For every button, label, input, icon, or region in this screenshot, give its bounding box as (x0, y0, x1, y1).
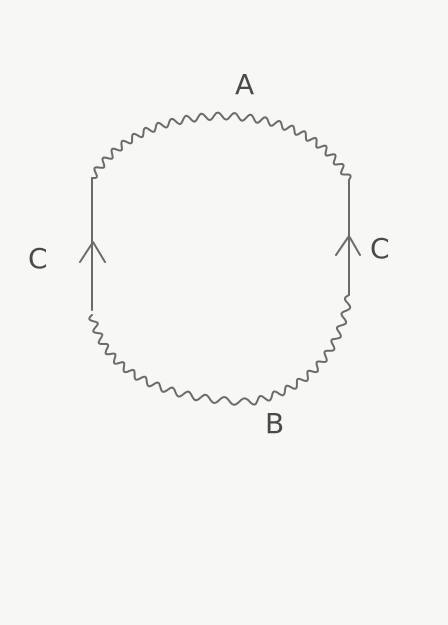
label-a: A (235, 68, 254, 101)
label-c-left: C (28, 242, 48, 275)
wavy-line-bottom-right (249, 294, 352, 406)
arrowhead-right (335, 235, 361, 256)
wavy-line-top-right (221, 112, 352, 181)
wavy-line-bottom-left (88, 314, 251, 406)
label-c-right: C (370, 232, 390, 265)
arrowhead-left (79, 241, 106, 263)
label-b: B (265, 407, 284, 440)
wavy-line-top-left (91, 111, 223, 179)
